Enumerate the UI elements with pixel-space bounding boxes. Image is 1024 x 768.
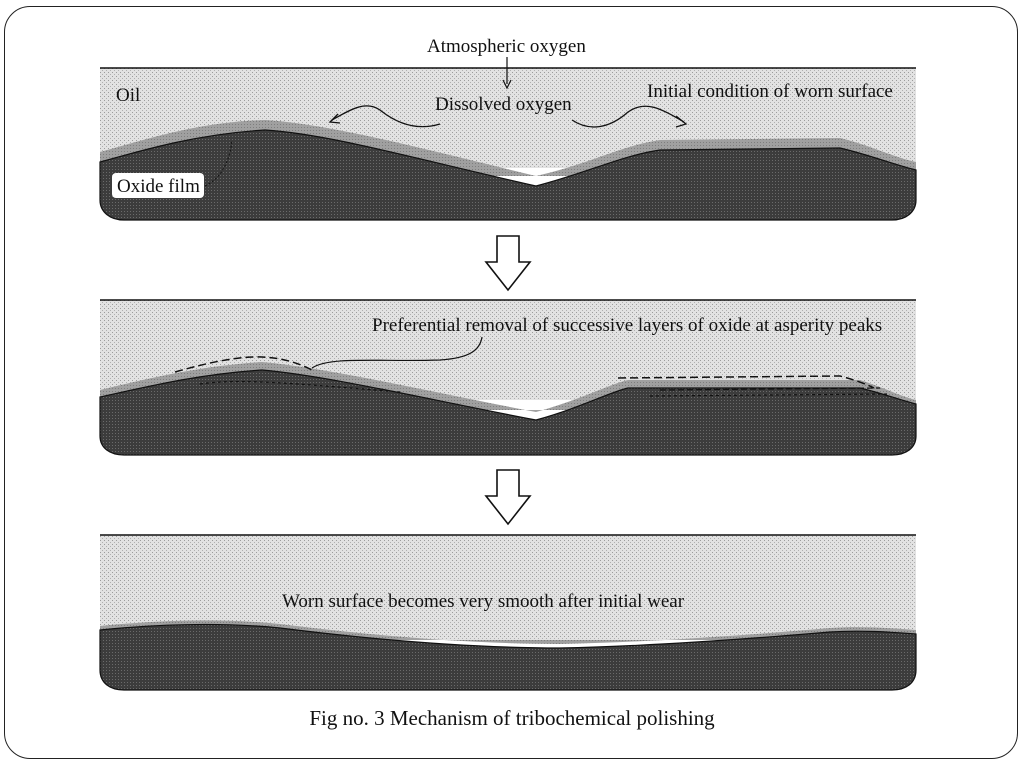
label-smooth-surface: Worn surface becomes very smooth after i…: [282, 591, 685, 612]
former-layer-dashed-right-inner2: [659, 387, 881, 391]
arrow-dissolved-right-head: [675, 115, 688, 128]
down-arrow-2: [484, 469, 532, 526]
leader-preferential-removal: [311, 336, 483, 369]
label-oil: Oil: [116, 85, 140, 106]
metal-substrate-2: [99, 369, 917, 456]
label-atmospheric-oxygen: Atmospheric oxygen: [427, 36, 586, 57]
former-layer-dashed-right-inner: [649, 393, 891, 397]
leader-oxide-film: [204, 139, 233, 187]
panel-initial-condition: Atmospheric oxygen Oil Dissolved oxygen …: [99, 36, 917, 221]
metal-substrate-1: [99, 129, 917, 221]
down-arrow-1: [484, 235, 532, 292]
label-initial-condition: Initial condition of worn surface: [647, 81, 893, 102]
panel-preferential-removal: Preferential removal of successive layer…: [99, 299, 917, 456]
label-oxide-film: Oxide film: [117, 176, 200, 197]
metal-substrate-3: [99, 623, 917, 691]
oxide-film-label-box: [112, 173, 204, 198]
former-layer-dashed-right: [617, 375, 875, 389]
arrow-dissolved-left: [331, 105, 441, 128]
oil-region-3: [100, 535, 916, 640]
arrow-dissolved-left-head: [328, 113, 341, 124]
label-dissolved-oxygen: Dissolved oxygen: [435, 94, 572, 115]
former-layer-dashed-left: [174, 356, 313, 373]
label-preferential-removal: Preferential removal of successive layer…: [372, 315, 882, 336]
arrow-dissolved-right: [571, 105, 685, 128]
panel-smooth-surface: Worn surface becomes very smooth after i…: [99, 534, 917, 691]
figure-caption: Fig no. 3 Mechanism of tribochemical pol…: [309, 706, 715, 730]
arrow-atmospheric-head: [502, 79, 512, 90]
